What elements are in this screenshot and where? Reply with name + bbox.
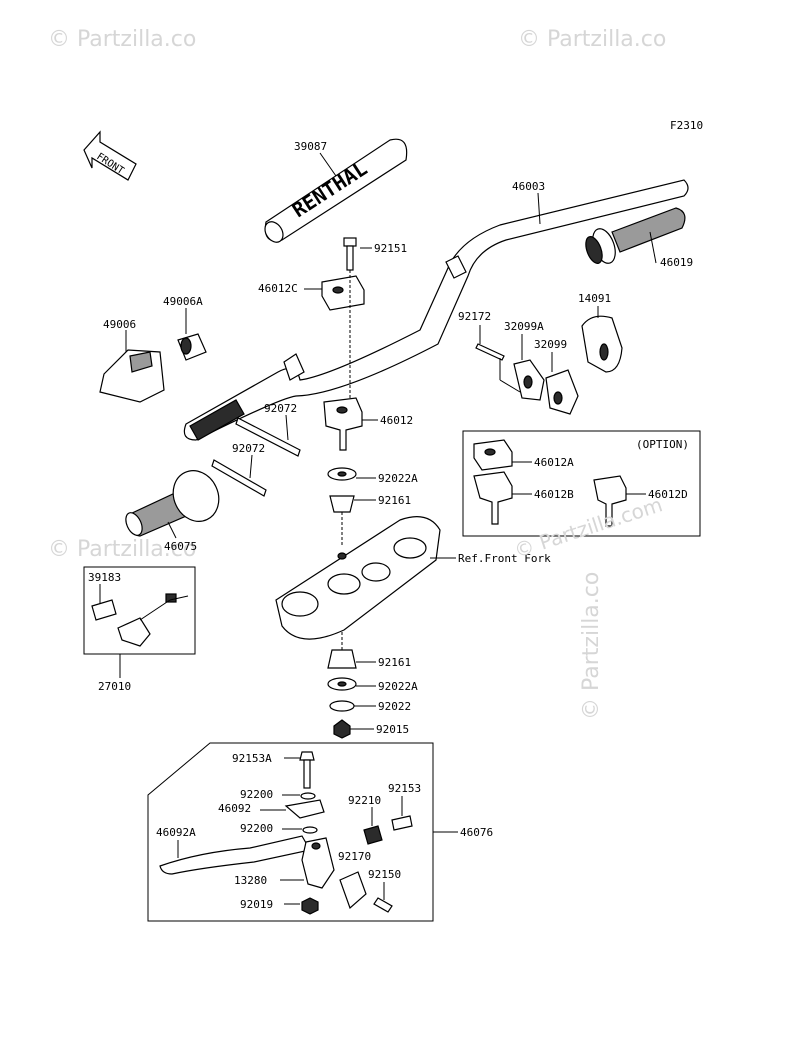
bar-pad-39087: RENTHAL <box>264 138 408 243</box>
label-92151: 92151 <box>374 242 407 255</box>
option-label: (OPTION) <box>636 438 689 451</box>
nut-92019 <box>301 897 319 915</box>
label-92170: 92170 <box>338 850 371 863</box>
option-box <box>462 430 701 537</box>
nut-92015 <box>333 719 351 739</box>
label-92153A: 92153A <box>232 752 272 765</box>
label-92022: 92022 <box>378 700 411 713</box>
bolt-92153 <box>391 815 413 831</box>
label-49006A: 49006A <box>163 295 203 308</box>
adjuster-92210 <box>363 825 383 845</box>
label-46012D: 46012D <box>648 488 688 501</box>
perch-13280 <box>301 837 335 889</box>
label-92161-bottom: 92161 <box>378 656 411 669</box>
washer-92200-upper <box>300 792 316 800</box>
label-13280: 13280 <box>234 874 267 887</box>
front-arrow-icon: FRONT <box>83 130 137 181</box>
switch-box <box>83 566 196 655</box>
label-46012C: 46012C <box>258 282 298 295</box>
label-14091: 14091 <box>578 292 611 305</box>
label-46092: 46092 <box>218 802 251 815</box>
bolt-92153A <box>299 751 315 789</box>
switch-27010 <box>91 593 189 647</box>
clamp-46012A <box>473 439 513 471</box>
watermark-mid-left: © Partzilla.co <box>48 537 196 562</box>
clamp-46012C <box>321 275 365 311</box>
cable-tie-92072-upper <box>235 417 301 457</box>
bolt-92150 <box>373 897 393 913</box>
label-49006: 49006 <box>103 318 136 331</box>
riser-46012D <box>593 475 627 527</box>
throttle-housing-32099A <box>513 359 545 401</box>
label-32099: 32099 <box>534 338 567 351</box>
label-92150: 92150 <box>368 868 401 881</box>
switch-49006A <box>177 333 207 361</box>
label-92200-lower: 92200 <box>240 822 273 835</box>
label-92072-upper: 92072 <box>264 402 297 415</box>
ref-front-fork: Ref.Front Fork <box>458 552 551 565</box>
riser-46012B <box>473 471 513 525</box>
label-46019: 46019 <box>660 256 693 269</box>
triple-clamp <box>275 516 441 640</box>
watermark-mid-right: © Partzilla.co <box>579 572 604 720</box>
watermark-center: © Partzilla.com <box>511 492 665 563</box>
kill-switch-49006 <box>99 349 165 403</box>
label-46012A: 46012A <box>534 456 574 469</box>
label-46012B: 46012B <box>534 488 574 501</box>
bolt-92151 <box>343 237 357 271</box>
clutch-lever-box <box>147 742 434 922</box>
label-39087: 39087 <box>294 140 327 153</box>
label-46076: 46076 <box>460 826 493 839</box>
label-92015: 92015 <box>376 723 409 736</box>
label-92022A-top: 92022A <box>378 472 418 485</box>
label-46092A: 46092A <box>156 826 196 839</box>
screw-92172 <box>475 343 505 361</box>
label-46012: 46012 <box>380 414 413 427</box>
label-92153: 92153 <box>388 782 421 795</box>
bracket-46092 <box>284 799 325 819</box>
label-32099A: 32099A <box>504 320 544 333</box>
label-92161-top: 92161 <box>378 494 411 507</box>
grip-46075 <box>125 470 220 537</box>
throttle-housing-32099 <box>545 369 579 415</box>
label-46003: 46003 <box>512 180 545 193</box>
label-39183: 39183 <box>88 571 121 584</box>
watermark-top-left: © Partzilla.co <box>48 27 196 52</box>
label-92172: 92172 <box>458 310 491 323</box>
label-92210: 92210 <box>348 794 381 807</box>
figure-code: F2310 <box>670 119 703 132</box>
handlebar-46003 <box>183 179 689 441</box>
lever-46092A <box>159 835 311 875</box>
cable-tie-92072-lower <box>211 459 267 497</box>
label-92072-lower: 92072 <box>232 442 265 455</box>
damper-92161-bottom <box>327 649 357 669</box>
watermark-top-right: © Partzilla.co <box>518 27 666 52</box>
washer-92022 <box>329 700 355 712</box>
washer-92200-lower <box>302 826 318 834</box>
throttle-grip-46019 <box>585 207 686 264</box>
label-46075: 46075 <box>164 540 197 553</box>
throttle-cover-14091 <box>581 315 623 373</box>
label-92019: 92019 <box>240 898 273 911</box>
damper-92161-top <box>329 495 355 513</box>
clamp-92150 <box>339 871 367 910</box>
label-92200-upper: 92200 <box>240 788 273 801</box>
label-27010: 27010 <box>98 680 131 693</box>
label-92022A-bottom: 92022A <box>378 680 418 693</box>
riser-46012 <box>323 397 363 451</box>
